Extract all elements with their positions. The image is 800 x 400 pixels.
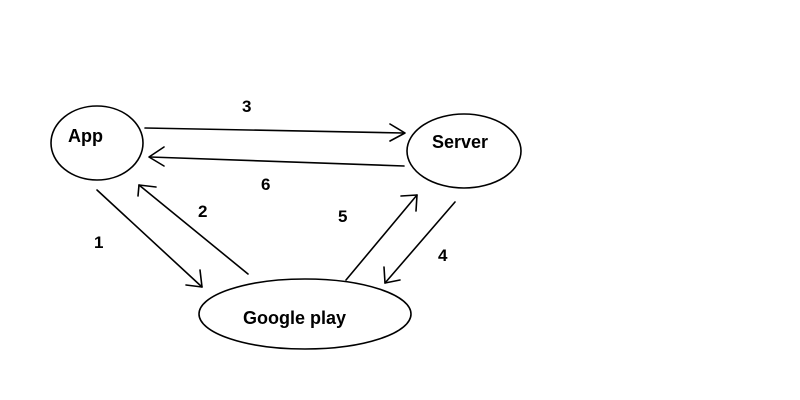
edge-1-arrowhead xyxy=(185,269,203,288)
edge-5-line xyxy=(345,194,418,281)
edge-6-arrowhead xyxy=(148,146,165,167)
edge-2-arrowhead xyxy=(137,184,157,197)
edge-4-label: 4 xyxy=(438,246,448,265)
node-google-play: Google play xyxy=(198,278,412,350)
edge-4-line xyxy=(384,201,456,284)
edge-3-line xyxy=(144,127,404,134)
edge-3-label: 3 xyxy=(242,97,251,116)
app-label: App xyxy=(68,126,103,146)
edge-1: 1 xyxy=(94,189,203,288)
edge-5-label: 5 xyxy=(338,207,347,226)
edge-5: 5 xyxy=(338,194,418,281)
edge-4: 4 xyxy=(383,201,456,284)
edge-6-line xyxy=(149,156,405,167)
app-ellipse xyxy=(50,105,144,181)
google-play-label: Google play xyxy=(243,308,346,328)
node-server: Server xyxy=(406,113,522,189)
server-label: Server xyxy=(432,132,488,152)
edge-2: 2 xyxy=(137,184,249,275)
google-play-ellipse xyxy=(198,278,412,350)
edge-2-line xyxy=(138,184,249,275)
edge-6-label: 6 xyxy=(261,175,270,194)
edge-1-line xyxy=(96,189,203,288)
edge-6: 6 xyxy=(148,146,405,194)
edge-4-arrowhead xyxy=(383,266,401,284)
edge-3-arrowhead xyxy=(389,123,406,142)
node-app: App xyxy=(50,105,144,181)
server-ellipse xyxy=(406,113,522,189)
edge-1-label: 1 xyxy=(94,233,103,252)
edge-5-arrowhead xyxy=(400,194,418,212)
edge-3: 3 xyxy=(144,97,406,142)
edge-2-label: 2 xyxy=(198,202,207,221)
